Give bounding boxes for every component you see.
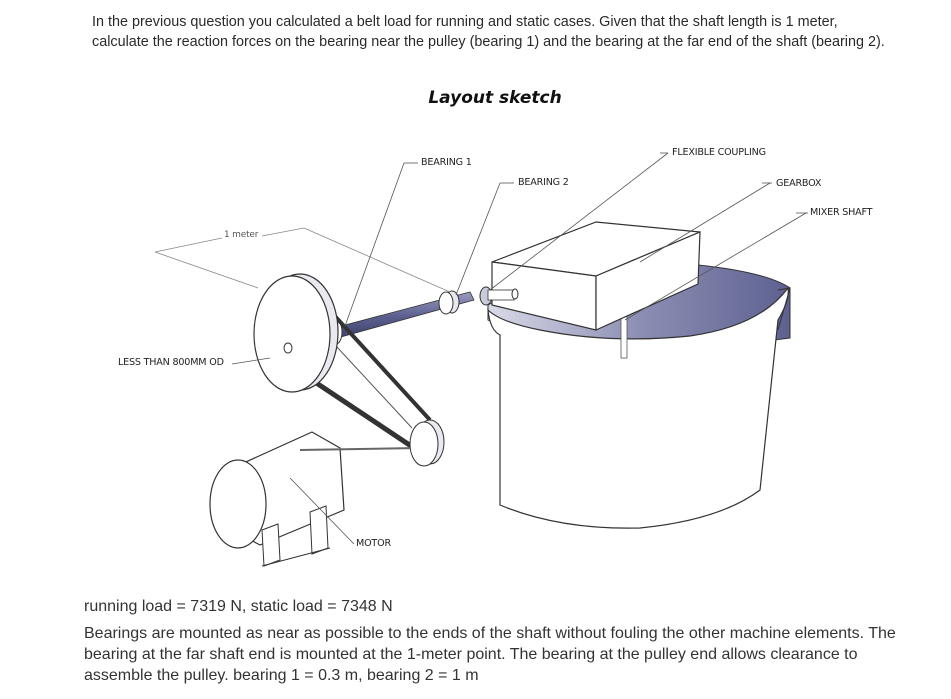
layout-sketch xyxy=(154,152,808,567)
label-bearing-2: BEARING 2 xyxy=(518,177,569,188)
label-mixer-shaft: MIXER SHAFT xyxy=(810,207,873,218)
leader-lines xyxy=(231,152,808,545)
question-line-1: In the previous question you calculated … xyxy=(92,14,838,30)
label-flexible-coupling: FLEXIBLE COUPLING xyxy=(672,147,766,158)
label-motor: MOTOR xyxy=(356,538,391,549)
label-bearing-1: BEARING 1 xyxy=(421,157,472,168)
given-data: running load = 7319 N, static load = 734… xyxy=(84,596,924,686)
bearing-2-housing xyxy=(438,290,460,315)
dimension-1-meter xyxy=(154,227,451,293)
large-pulley xyxy=(253,273,339,393)
flexible-coupling xyxy=(479,286,519,306)
label-pulley-od: LESS THAN 800MM OD xyxy=(118,357,224,368)
label-gearbox: GEARBOX xyxy=(776,178,822,189)
question-line-2: calculate the reaction forces on the bea… xyxy=(92,34,885,50)
gearbox xyxy=(491,221,701,331)
motor xyxy=(209,431,421,567)
given-description: Bearings are mounted as near as possible… xyxy=(84,625,896,684)
sketch-title: Layout sketch xyxy=(428,88,562,108)
question-text: In the previous question you calculated … xyxy=(92,12,922,52)
small-pulley xyxy=(409,419,445,467)
label-one-meter: 1 meter xyxy=(224,230,259,240)
given-loads: running load = 7319 N, static load = 734… xyxy=(84,598,393,615)
